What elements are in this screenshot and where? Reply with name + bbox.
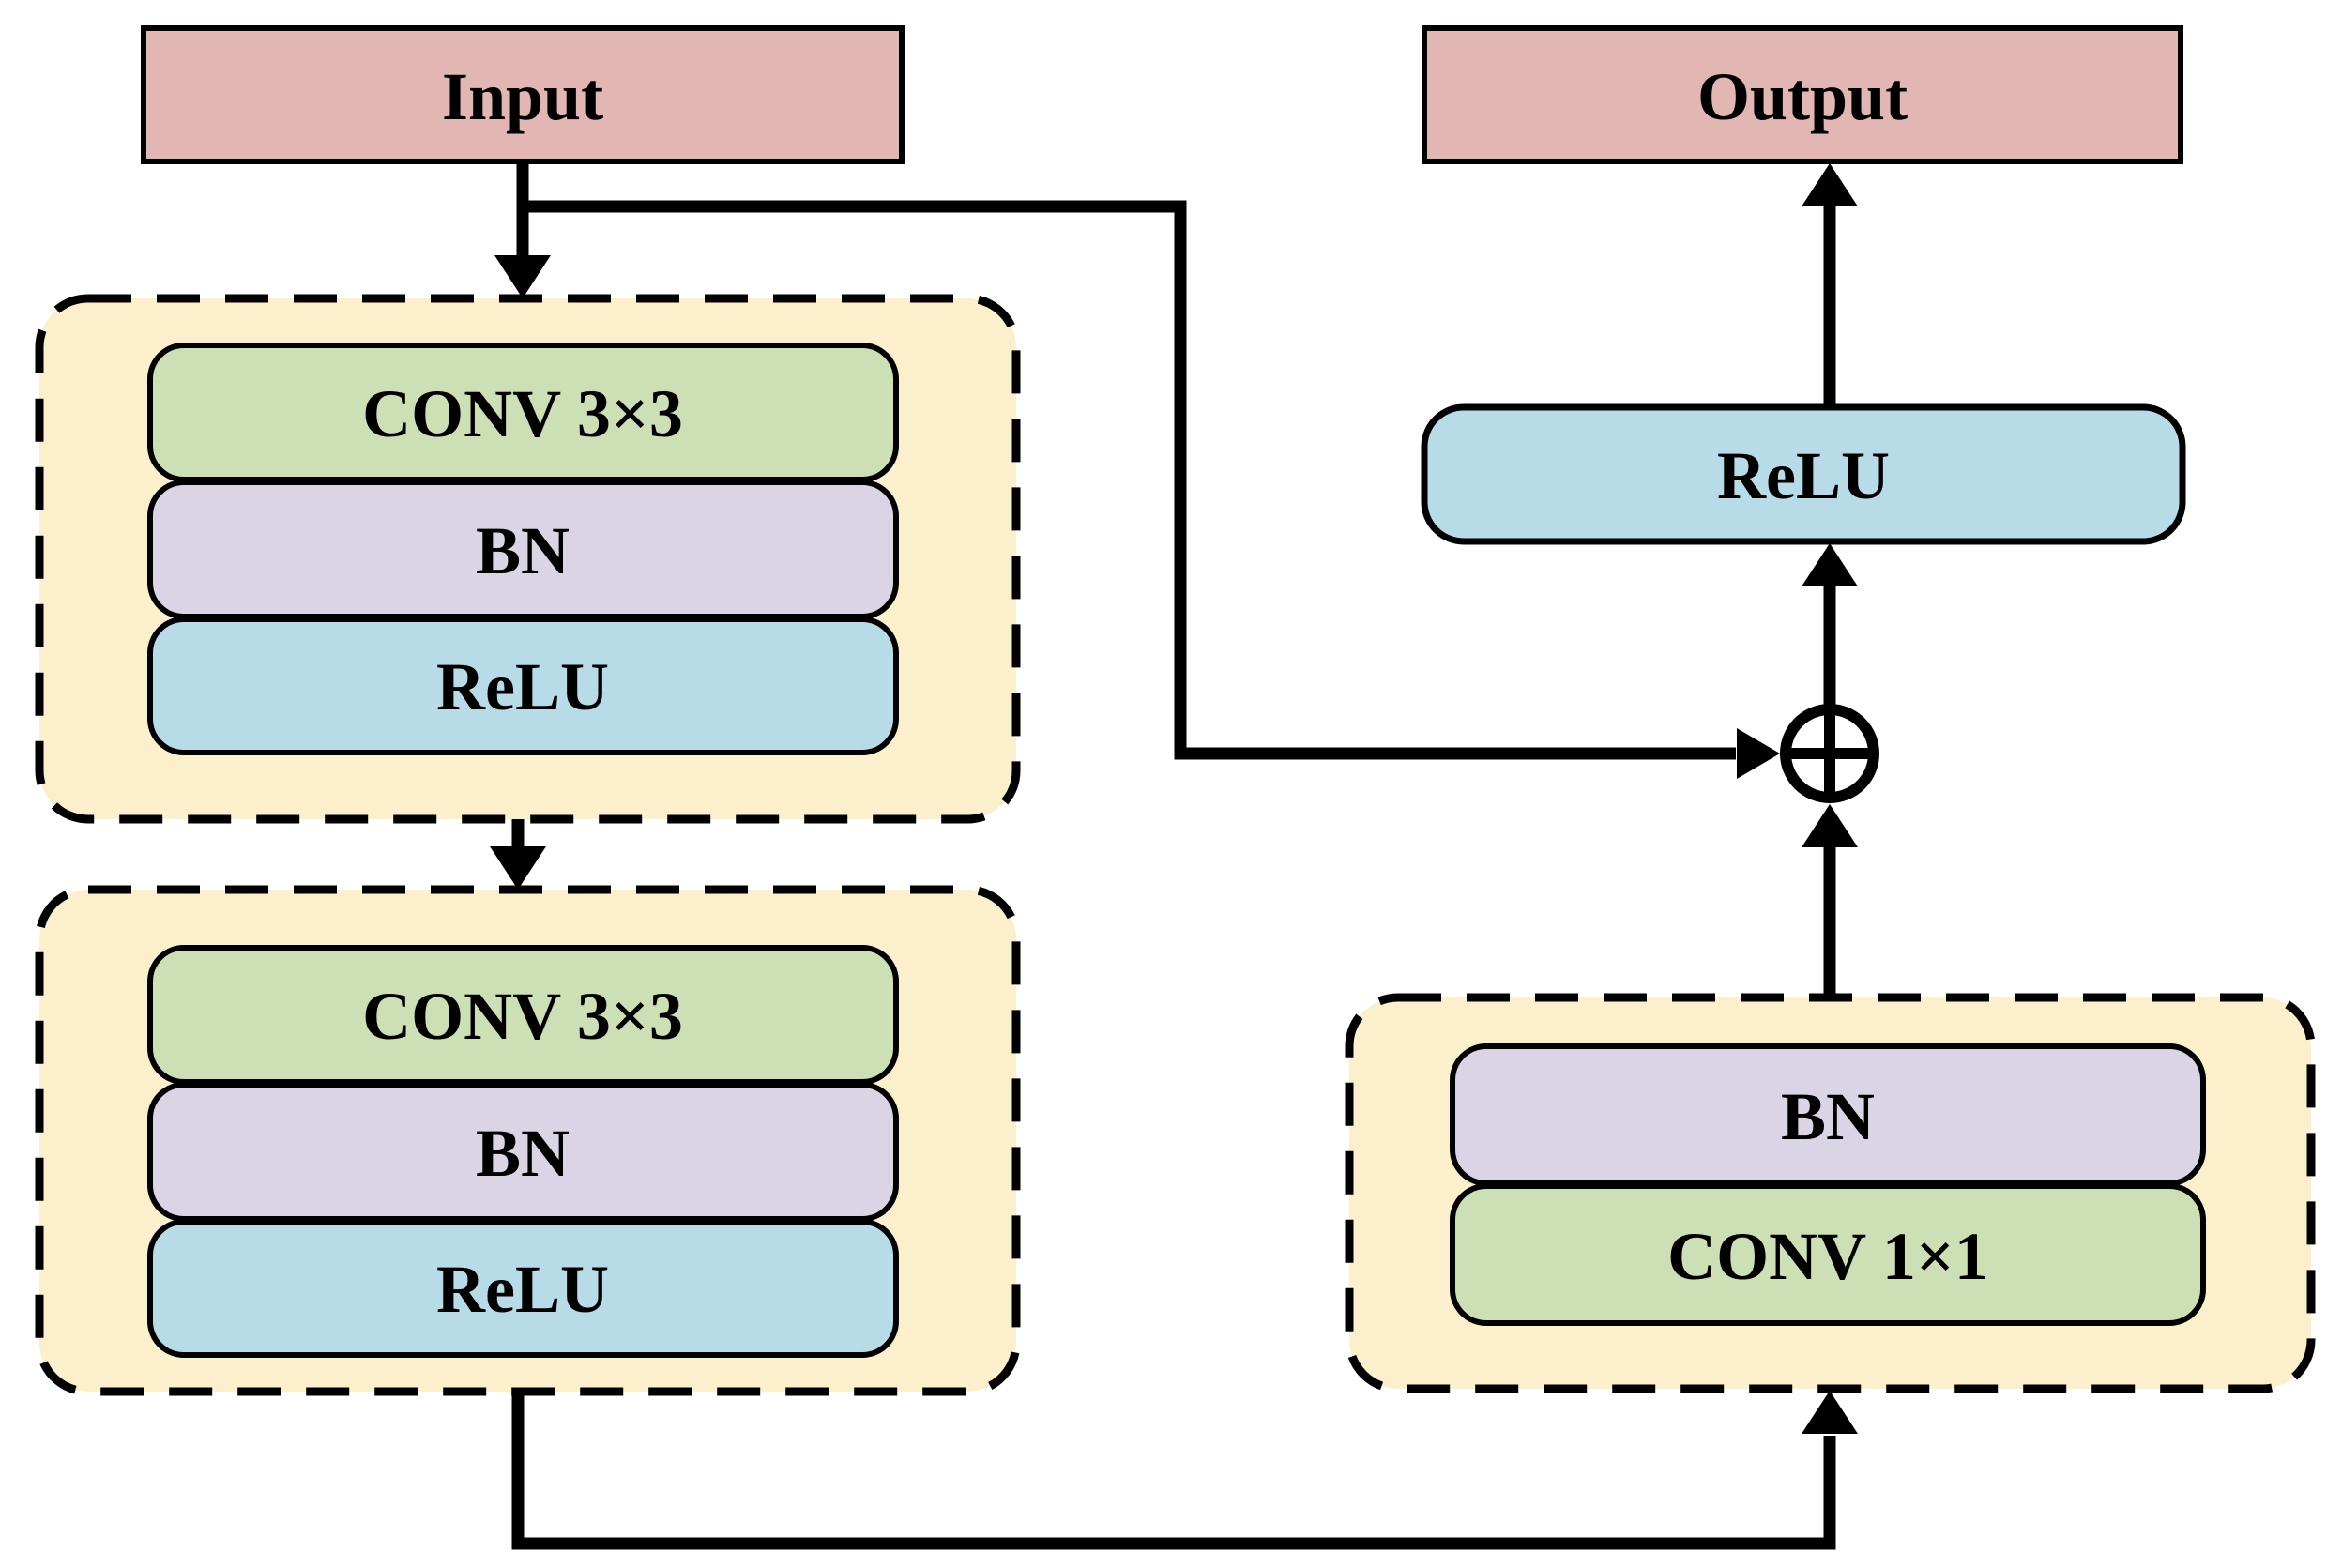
arrowhead-into-add-icon (1737, 728, 1780, 779)
block1-conv-label: CONV 3×3 (362, 376, 683, 451)
input-label: Input (442, 59, 603, 134)
final-relu-node (1421, 403, 2186, 545)
block1-relu-node (147, 617, 899, 755)
block1-bn-label: BN (476, 513, 570, 588)
shortcut-conv-label: CONV 1×1 (1667, 1219, 1988, 1294)
arrowhead-into-relu-icon (1802, 543, 1858, 586)
block1-relu-label: ReLU (436, 649, 609, 724)
block2-relu-label: ReLU (436, 1252, 609, 1327)
edge-block2-to-shortcut (511, 1392, 1836, 1550)
arrowhead-into-block1-icon (494, 255, 551, 298)
block2-bn-label: BN (476, 1116, 570, 1191)
output-node (1422, 25, 2183, 164)
input-node (141, 25, 905, 164)
edge-skip-connection (523, 200, 1736, 760)
arrowhead-into-output-icon (1802, 163, 1858, 206)
arrowhead-into-block2-icon (490, 846, 546, 890)
final-relu-label: ReLU (1717, 438, 1890, 513)
block2-conv-label: CONV 3×3 (362, 979, 683, 1054)
arrowhead-into-shortcut-icon (1802, 1391, 1858, 1434)
shortcut-conv-node (1450, 1183, 2206, 1326)
block2-relu-node (147, 1219, 899, 1358)
plus-icon (1789, 713, 1870, 794)
add-junction-icon (1780, 704, 1879, 803)
arrowhead-shortcut-into-add-icon (1802, 804, 1858, 847)
shortcut-bn-label: BN (1781, 1079, 1875, 1154)
output-label: Output (1697, 59, 1908, 134)
